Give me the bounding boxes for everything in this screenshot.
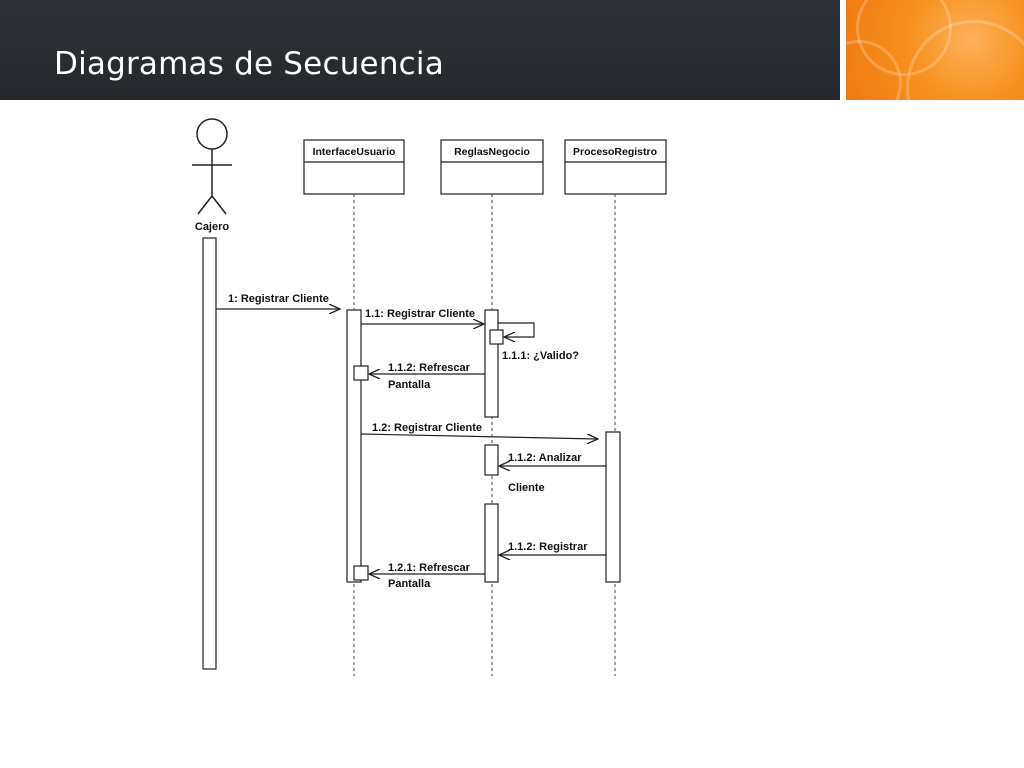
slide-header: Diagramas de Secuencia (0, 0, 840, 100)
activation-cajero (202, 237, 217, 670)
header-separator (840, 0, 846, 100)
object-label: ProcesoRegistro (573, 146, 657, 158)
object-label: InterfaceUsuario (313, 146, 396, 158)
activation-interfaceusuario-refresh-1 (353, 365, 369, 381)
stick-figure-icon (192, 118, 232, 215)
message-label: 1.1.2: Registrar (508, 541, 588, 553)
activation-procesoregistro (605, 431, 621, 583)
activation-interfaceusuario-refresh-2 (353, 565, 369, 581)
message-label: 1.2: Registrar Cliente (372, 422, 482, 434)
message-label: 1.1.2: Refrescar (388, 362, 471, 374)
activation-reglasnegocio-2 (484, 444, 499, 476)
actor-label: Cajero (195, 221, 230, 233)
slide-title: Diagramas de Secuencia (54, 46, 444, 82)
actor-cajero: Cajero (192, 118, 232, 233)
object-procesoregistro: ProcesoRegistro (564, 139, 667, 195)
activation-interfaceusuario (346, 309, 362, 583)
message-labels: 1: Registrar Cliente 1.1: Registrar Clie… (228, 293, 588, 590)
message-label: 1.1.1: ¿Valido? (502, 350, 579, 362)
message-label: Pantalla (388, 379, 431, 391)
object-interfaceusuario: InterfaceUsuario (303, 139, 405, 195)
message-arrows (216, 309, 606, 574)
message-label: 1: Registrar Cliente (228, 293, 329, 305)
arrow-m3-self (498, 322, 535, 337)
message-label: 1.1: Registrar Cliente (365, 308, 475, 320)
activation-reglasnegocio-3 (484, 503, 499, 583)
activation-reglasnegocio-self (489, 329, 504, 345)
message-label: Cliente (508, 482, 545, 494)
message-label: 1.1.2: Analizar (508, 452, 582, 464)
message-label: 1.2.1: Refrescar (388, 562, 471, 574)
activations (202, 237, 621, 670)
header-accent-decoration (846, 0, 1024, 100)
object-label: ReglasNegocio (454, 146, 530, 158)
message-label: Pantalla (388, 578, 431, 590)
activation-reglasnegocio-1 (484, 309, 499, 418)
object-reglasnegocio: ReglasNegocio (440, 139, 544, 195)
arrow-m5 (360, 433, 598, 439)
